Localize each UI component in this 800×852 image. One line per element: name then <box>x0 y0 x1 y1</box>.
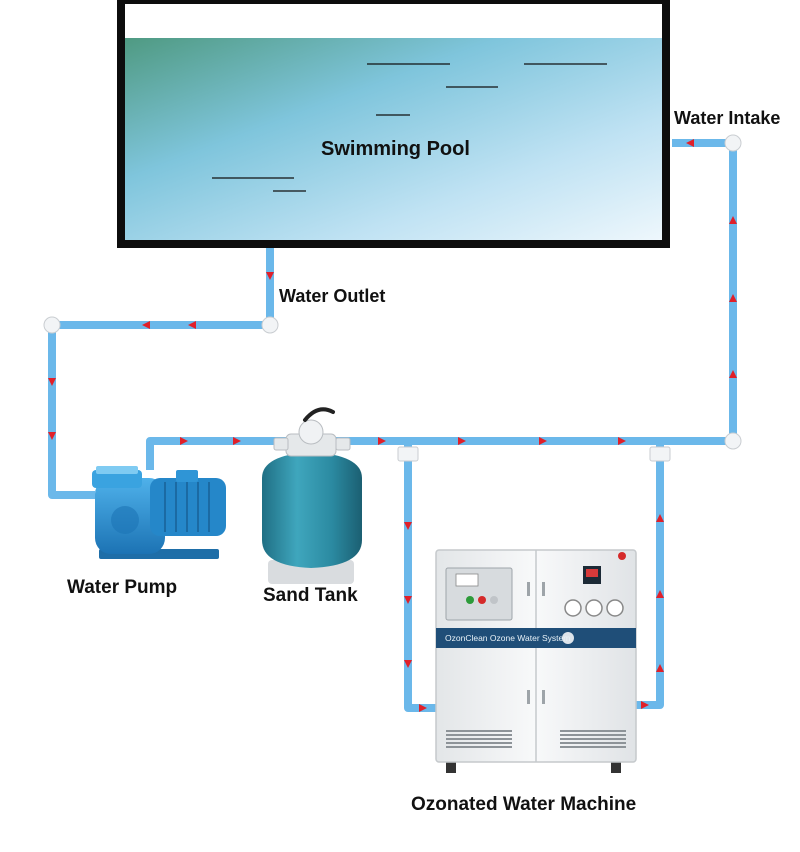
flow-arrow <box>180 437 188 445</box>
elbow-fitting <box>261 316 279 334</box>
pipe-fittings <box>43 134 742 462</box>
flow-arrow <box>656 664 664 672</box>
flow-arrow <box>266 272 274 280</box>
water-ripples <box>212 63 607 192</box>
sand-filter-tank-illustration <box>262 407 362 584</box>
water-pump-illustration <box>92 466 226 559</box>
flow-arrow <box>48 432 56 440</box>
swimming-pool-label: Swimming Pool <box>321 138 470 160</box>
tee-fitting <box>397 446 419 462</box>
flow-arrow <box>539 437 547 445</box>
flow-arrow <box>404 596 412 604</box>
flow-arrow <box>729 216 737 224</box>
flow-arrow <box>188 321 196 329</box>
flow-arrow <box>686 139 694 147</box>
flow-arrow <box>378 437 386 445</box>
flow-arrows <box>48 139 737 712</box>
flow-arrow <box>729 294 737 302</box>
elbow-fitting <box>724 432 742 450</box>
flow-arrow <box>404 522 412 530</box>
elbow-fitting <box>724 134 742 152</box>
ozone-generator-cabinet-illustration <box>435 549 637 773</box>
pipe-from-machine <box>636 441 664 709</box>
flow-arrow <box>656 590 664 598</box>
ozonated-water-machine-label: Ozonated Water Machine <box>411 794 637 815</box>
flow-arrow <box>729 370 737 378</box>
machine-banner-text: OzonClean Ozone Water System <box>445 633 571 643</box>
flow-arrow <box>458 437 466 445</box>
flow-arrow <box>618 437 626 445</box>
water-outlet-label: Water Outlet <box>279 286 386 306</box>
pool-water <box>125 38 662 240</box>
elbow-fitting <box>43 316 61 334</box>
flow-arrow <box>48 378 56 386</box>
flow-arrow <box>404 660 412 668</box>
flow-arrow <box>641 701 649 709</box>
pipe-to-machine <box>404 441 436 712</box>
flow-arrow <box>419 704 427 712</box>
sand-tank-label: Sand Tank <box>263 585 358 606</box>
flow-arrow <box>656 514 664 522</box>
water-pump-label: Water Pump <box>67 577 178 598</box>
water-intake-label: Water Intake <box>674 108 781 128</box>
swimming-pool <box>117 0 670 248</box>
flow-arrow <box>233 437 241 445</box>
pipe-outlet-to-pump <box>48 248 274 499</box>
vent-grille <box>446 730 626 748</box>
flow-arrow <box>142 321 150 329</box>
tee-fitting <box>649 446 671 462</box>
